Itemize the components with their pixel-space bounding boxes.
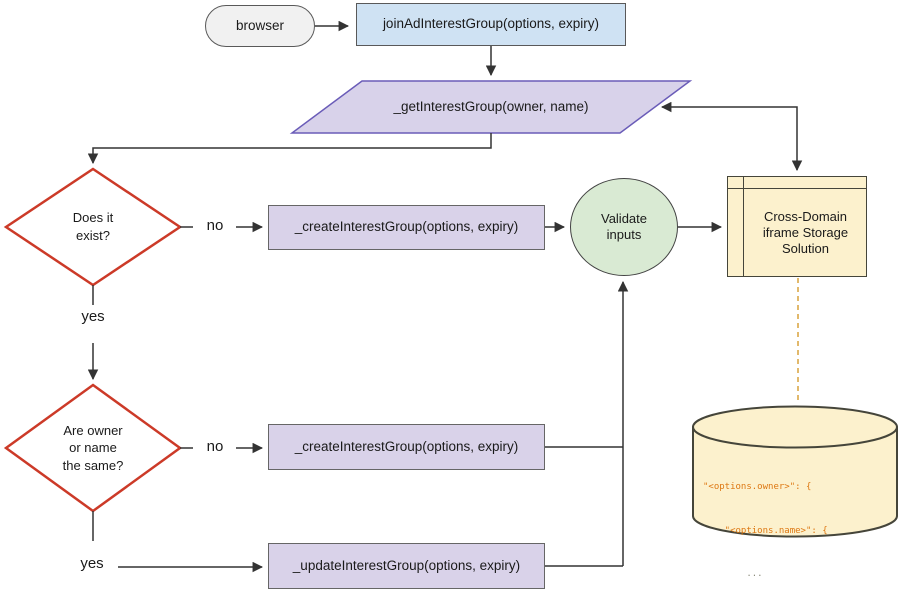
- edge-label-same-no: no: [197, 438, 233, 455]
- join-ad-interest-group-node: joinAdInterestGroup(options, expiry): [356, 3, 626, 46]
- database-code-block: "<options.owner>": { "<options.name>": {…: [703, 451, 828, 591]
- create-interest-group-node-2: _createInterestGroup(options, expiry): [268, 424, 545, 470]
- storage-top-divider: [728, 188, 866, 189]
- edge-label-exist-no: no: [197, 217, 233, 234]
- cross-domain-storage-node: Cross-Domain iframe Storage Solution: [727, 176, 867, 277]
- validate-label: Validate inputs: [600, 210, 647, 242]
- browser-node: browser: [205, 5, 315, 47]
- browser-label: browser: [235, 17, 284, 33]
- create-1-label: _createInterestGroup(options, expiry): [294, 219, 519, 235]
- storage-left-divider: [743, 177, 744, 276]
- arrow-storage-getgroup-bidirectional: [660, 101, 803, 172]
- get-interest-group-label: _getInterestGroup(owner, name): [393, 98, 589, 114]
- update-label: _updateInterestGroup(options, expiry): [292, 557, 521, 573]
- create-interest-group-node-1: _createInterestGroup(options, expiry): [268, 205, 545, 250]
- edge-label-exist-yes: yes: [73, 308, 113, 325]
- create-2-label: _createInterestGroup(options, expiry): [294, 438, 519, 454]
- code-line: "<options.name>": {: [703, 525, 828, 536]
- decision-exist-label: Does it exist?: [72, 210, 114, 243]
- arrow-getgroup-to-exist: [87, 133, 492, 165]
- update-interest-group-node: _updateInterestGroup(options, expiry): [268, 543, 545, 589]
- join-label: joinAdInterestGroup(options, expiry): [382, 16, 600, 32]
- code-line: ...: [703, 569, 763, 579]
- validate-inputs-node: Validate inputs: [570, 178, 678, 276]
- edge-label-same-yes: yes: [70, 555, 114, 572]
- decision-same-label: Are owner or name the same?: [62, 422, 124, 473]
- code-line: "<options.owner>": {: [703, 482, 812, 492]
- storage-label: Cross-Domain iframe Storage Solution: [762, 208, 849, 257]
- database-cylinder-rim: [692, 426, 898, 449]
- get-interest-group-parallelogram: [289, 80, 693, 134]
